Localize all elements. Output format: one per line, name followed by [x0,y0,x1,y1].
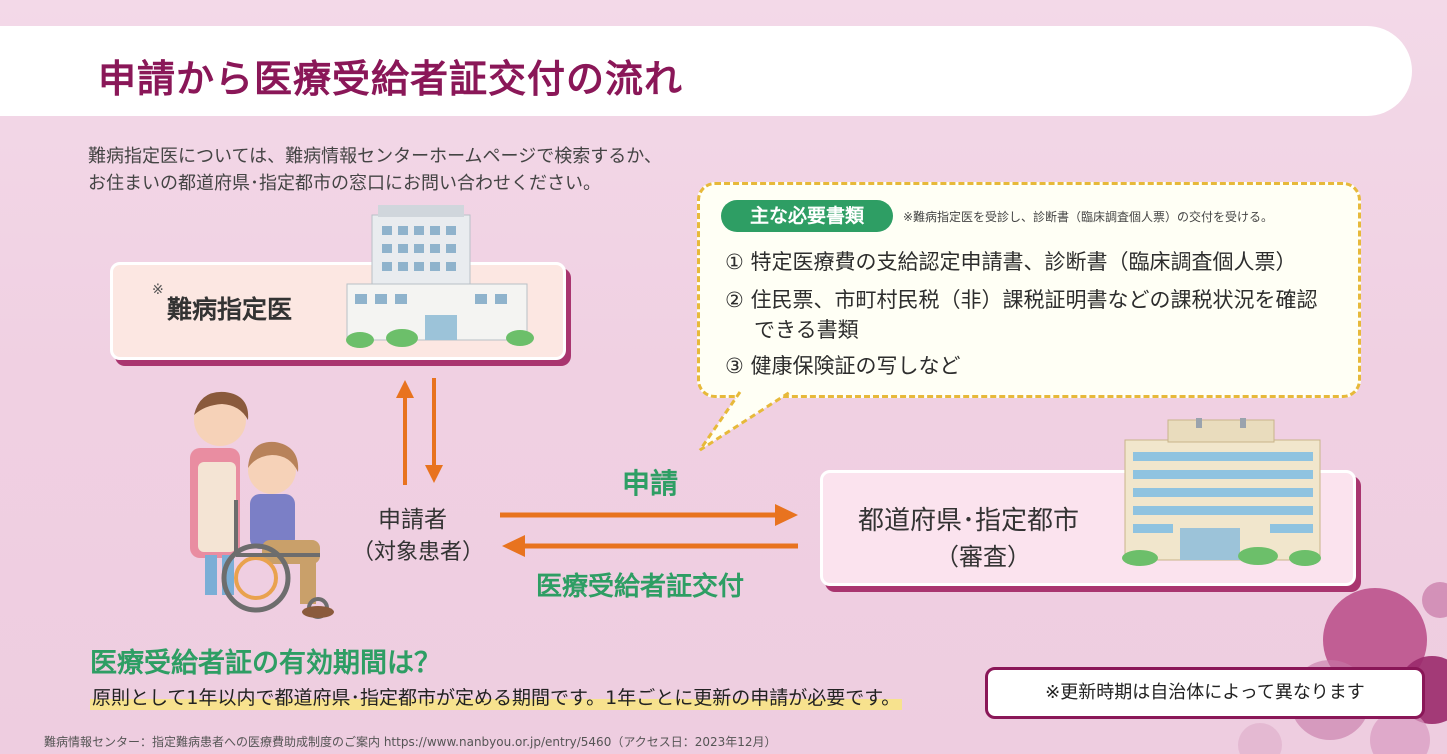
document-item-1: ① 特定医療費の支給認定申請書、診断書（臨床調査個人票） [725,250,1297,274]
issue-arrow [502,535,798,557]
intro-line-1: 難病指定医については、難病情報センターホームページで検索するか、 [88,146,662,167]
issue-label: 医療受給者証交付 [536,572,745,602]
applicant-label: 申請者 [378,507,447,533]
vertical-arrows [396,378,443,485]
document-item-2-cont: できる書類 [754,318,859,342]
page-title: 申請から医療受給者証交付の流れ [98,57,684,101]
intro-line-2: お住まいの都道府県･指定都市の窓口にお問い合わせください。 [88,173,601,194]
prefecture-sub: （審査） [935,543,1031,571]
apply-label: 申請 [622,467,679,500]
doctor-label: 難病指定医 [167,295,293,324]
prefecture-label: 都道府県･指定都市 [858,506,1080,536]
renewal-note: ※更新時期は自治体によって異なります [985,667,1425,719]
validity-text: 原則として1年以内で都道府県･指定都市が定める期間です。1年ごとに更新の申請が必… [90,683,903,710]
doctor-asterisk: ※ [152,282,164,298]
validity-title: 医療受給者証の有効期間は？ [90,648,441,679]
intro-text: 難病指定医については、難病情報センターホームページで検索するか、 お住まいの都道… [88,143,662,197]
document-item-2: ② 住民票、市町村民税（非）課税証明書などの課税状況を確認 [725,288,1318,312]
apply-arrow [500,504,798,526]
title-bar [0,26,1412,116]
documents-note: ※難病指定医を受診し、診断書（臨床調査個人票）の交付を受ける。 [903,210,1274,224]
applicant-sub: （対象患者） [352,540,485,565]
document-item-3: ③ 健康保険証の写しなど [725,354,961,378]
documents-badge: 主な必要書類 [721,200,893,232]
source-citation: 難病情報センター：指定難病患者への医療費助成制度のご案内 https://www… [44,735,777,749]
